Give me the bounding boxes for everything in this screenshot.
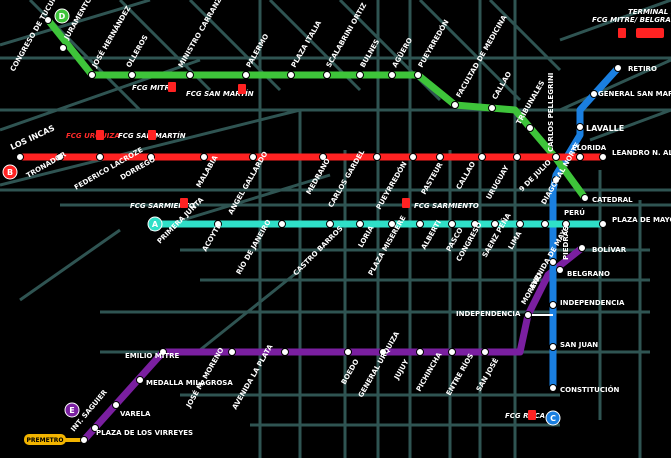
train-icon <box>238 84 246 94</box>
svg-text:D: D <box>59 12 66 21</box>
train-icon <box>618 28 626 38</box>
station-varela: VARELA <box>120 410 151 418</box>
station-carlos-pellegrini: CARLOS PELLEGRINI <box>547 73 555 152</box>
connection-terminal-de-omnibus: TERMINAL DE ÓMNIBUS <box>628 7 671 16</box>
connection-fcg-urquiza: FCG URQUIZA <box>66 132 120 140</box>
bus-icon <box>636 28 664 38</box>
svg-text:B: B <box>7 168 13 177</box>
station-belgrano: BELGRANO <box>567 270 610 278</box>
svg-text:E: E <box>69 406 74 415</box>
station-medalla-milagrosa: MEDALLA MILAGROSA <box>146 379 233 387</box>
station-constitucion: CONSTITUCIÓN <box>560 385 620 394</box>
station-leandro-n-alem: LEANDRO N. ALEM <box>612 149 671 157</box>
station-plaza-de-mayo: PLAZA DE MAYO <box>612 216 671 224</box>
station-retiro: RETIRO <box>628 65 657 73</box>
station-florida: FLORIDA <box>572 144 607 152</box>
svg-text:PREMETRO: PREMETRO <box>27 437 64 444</box>
station-lavalle: LAVALLE <box>586 124 624 133</box>
svg-text:A: A <box>152 220 159 229</box>
station-piedras: PIEDRAS <box>562 226 570 260</box>
svg-text:C: C <box>550 414 556 423</box>
train-icon <box>168 82 176 92</box>
train-icon <box>96 130 104 140</box>
connection-fcg-roca: FCG ROCA <box>505 412 545 420</box>
train-icon <box>402 198 410 208</box>
connection-fcg-san-martin-d: FCG SAN MARTÍN <box>186 89 254 98</box>
line-d-badge[interactable]: D <box>54 8 70 24</box>
connections: FCG MITRE FCG SAN MARTÍN FCG URQUIZA FCG… <box>66 7 671 420</box>
connection-fcg-mitre-belgrano-san-martin: FCG MITRE/ BELGRANO/ SAN MARTÍN <box>592 15 671 24</box>
station-independencia-e: INDEPENDENCIA <box>456 310 521 318</box>
station-general-san-martin: GENERAL SAN MARTÍN <box>598 89 671 98</box>
train-icon <box>148 130 156 140</box>
station-catedral: CATEDRAL <box>592 196 633 204</box>
line-a-badge[interactable]: A <box>147 216 163 232</box>
connection-fcg-mitre: FCG MITRE <box>132 84 175 92</box>
station-bolivar: BOLÍVAR <box>592 245 627 254</box>
station-plaza-de-los-virreyes: PLAZA DE LOS VIRREYES <box>96 429 193 437</box>
train-icon <box>180 198 188 208</box>
station-emilio-mitre: EMILIO MITRE <box>125 352 180 360</box>
station-peru: PERÚ <box>564 208 585 217</box>
line-b-badge[interactable]: B <box>2 164 18 180</box>
premetro-badge[interactable]: PREMETRO <box>24 434 66 445</box>
line-c-badge[interactable]: C <box>545 410 561 426</box>
line-e-badge[interactable]: E <box>64 402 80 418</box>
connection-fcg-sarmiento-b: FCG SARMIENTO <box>414 202 479 210</box>
connection-fcg-sarmiento-a: FCG SARMIENTO <box>130 202 195 210</box>
station-independencia-c: INDEPENDENCIA <box>560 299 625 307</box>
train-icon <box>528 410 536 420</box>
station-san-juan: SAN JUAN <box>560 341 598 349</box>
